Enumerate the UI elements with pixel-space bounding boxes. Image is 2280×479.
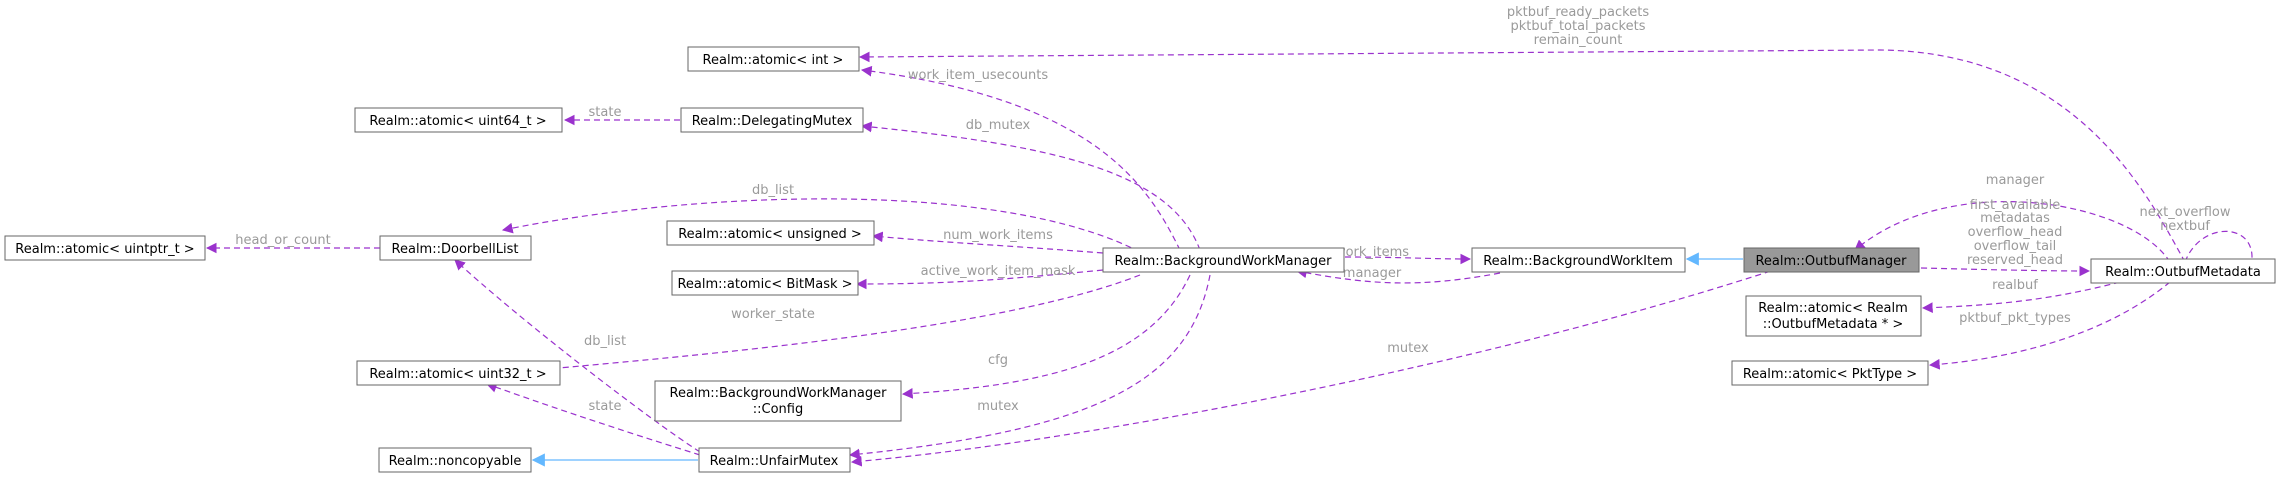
edge-bwm-to-doorbell-list — [501, 198, 1141, 253]
node-bwm-config[interactable]: Realm::BackgroundWorkManager ::Config — [654, 380, 902, 422]
label-cfg: cfg — [988, 353, 1008, 368]
node-label: Realm::atomic< unsigned > — [678, 227, 862, 242]
edge-bwm-to-bwi — [1344, 253, 1472, 265]
label-pktbuf-ready-packets: pktbuf_ready_packets — [1507, 5, 1649, 20]
label-state-uint64: state — [589, 105, 622, 120]
edge-unfair-mutex-to-atomic-uint32 — [485, 382, 701, 456]
node-label-line1: Realm::BackgroundWorkManager — [670, 386, 888, 401]
edge-outbuf-metadata-to-outbuf-manager — [1854, 201, 2171, 263]
label-worker-state: worker_state — [731, 307, 815, 322]
node-atomic-pkttype[interactable]: Realm::atomic< PktType > — [1731, 360, 1929, 386]
label-db-list-bottom: db_list — [584, 334, 626, 349]
node-atomic-uintptr[interactable]: Realm::atomic< uintptr_t > — [4, 235, 206, 261]
edge-labels: pktbuf_ready_packets pktbuf_total_packet… — [235, 5, 2231, 414]
label-mutex-bwm: mutex — [977, 399, 1019, 414]
edge-outbuf-metadata-to-atomic-pkttype — [1928, 281, 2171, 370]
node-background-work-manager[interactable]: Realm::BackgroundWorkManager — [1102, 247, 1345, 273]
node-atomic-int[interactable]: Realm::atomic< int > — [687, 46, 860, 72]
node-outbuf-metadata[interactable]: Realm::OutbufMetadata — [2090, 258, 2276, 284]
label-manager-meta: manager — [1986, 173, 2045, 188]
node-outbuf-manager[interactable]: Realm::OutbufManager — [1743, 247, 1920, 273]
edge-bwi-to-bwm — [1295, 267, 1501, 284]
label-next-overflow: next_overflow — [2139, 205, 2230, 220]
label-nextbuf: nextbuf — [2160, 219, 2210, 234]
node-label: Realm::OutbufManager — [1755, 254, 1907, 269]
label-db-mutex: db_mutex — [966, 118, 1031, 133]
label-head-or-count: head_or_count — [235, 233, 330, 248]
node-delegating-mutex[interactable]: Realm::DelegatingMutex — [680, 107, 864, 133]
label-pktbuf-pkt-types: pktbuf_pkt_types — [1959, 311, 2071, 326]
edge-outbuf-manager-to-unfair-mutex — [850, 267, 1781, 467]
edge-outbuf-metadata-to-atomic-int — [858, 49, 2186, 263]
node-unfair-mutex[interactable]: Realm::UnfairMutex — [698, 447, 851, 473]
label-first-available: first_available — [1970, 198, 2061, 213]
label-mutex-outbuf: mutex — [1387, 341, 1429, 356]
node-label: Realm::atomic< uint32_t > — [369, 367, 546, 382]
label-manager-bwi: manager — [1343, 266, 1402, 281]
edge-bwm-to-delegating-mutex — [860, 121, 1201, 251]
label-overflow-tail: overflow_tail — [1974, 239, 2057, 254]
label-active-work-item-mask: active_work_item_mask — [921, 264, 1076, 279]
node-atomic-unsigned[interactable]: Realm::atomic< unsigned > — [666, 220, 875, 246]
node-background-work-item[interactable]: Realm::BackgroundWorkItem — [1471, 247, 1686, 273]
edge-bwm-to-atomic-int — [860, 65, 1181, 251]
node-label: Realm::atomic< uint64_t > — [369, 114, 546, 129]
node-label-line2: ::OutbufMetadata * > — [1763, 317, 1904, 332]
node-label: Realm::atomic< PktType > — [1743, 367, 1917, 382]
label-work-items: work_items — [1335, 245, 1409, 260]
node-label-line2: ::Config — [753, 402, 803, 417]
edge-outbuf-manager-to-outbuf-metadata — [1920, 265, 2091, 277]
label-overflow-head: overflow_head — [1968, 225, 2063, 240]
label-realbuf: realbuf — [1992, 278, 2038, 293]
node-label: Realm::UnfairMutex — [710, 454, 839, 469]
node-label: Realm::atomic< int > — [703, 53, 844, 68]
edge-bwm-to-unfair-mutex — [848, 274, 1211, 460]
edge-unfair-mutex-to-doorbell-list — [454, 259, 701, 453]
label-pktbuf-total-packets: pktbuf_total_packets — [1511, 19, 1646, 34]
node-atomic-uint64[interactable]: Realm::atomic< uint64_t > — [354, 107, 563, 133]
node-label: Realm::OutbufMetadata — [2105, 265, 2261, 280]
node-label: Realm::atomic< BitMask > — [677, 277, 852, 292]
edge-bwm-to-config — [901, 274, 1191, 399]
label-work-item-usecounts: work_item_usecounts — [908, 68, 1049, 83]
node-label: Realm::BackgroundWorkItem — [1483, 254, 1673, 269]
label-reserved-head: reserved_head — [1967, 253, 2063, 268]
node-label: Realm::atomic< uintptr_t > — [15, 242, 194, 257]
label-remain-count: remain_count — [1534, 33, 1623, 48]
label-metadatas: metadatas — [1980, 211, 2050, 226]
edge-bwm-to-atomic-uint32 — [535, 274, 1141, 375]
node-label: Realm::DoorbellList — [392, 242, 519, 257]
node-atomic-bitmask[interactable]: Realm::atomic< BitMask > — [671, 270, 859, 296]
node-doorbell-list[interactable]: Realm::DoorbellList — [379, 235, 532, 261]
label-db-list-top: db_list — [752, 183, 794, 198]
node-atomic-outbuf-metadata-ptr[interactable]: Realm::atomic< Realm ::OutbufMetadata * … — [1745, 295, 1922, 337]
nodes: Realm::atomic< int > Realm::atomic< uint… — [4, 46, 2276, 473]
label-num-work-items: num_work_items — [943, 228, 1053, 243]
node-noncopyable[interactable]: Realm::noncopyable — [378, 447, 532, 473]
edge-outbuf-metadata-to-atomic-outbuf-metadata — [1921, 281, 2121, 314]
edge-bwm-to-atomic-bitmask — [855, 269, 1104, 290]
node-label: Realm::noncopyable — [389, 454, 522, 469]
node-label: Realm::BackgroundWorkManager — [1115, 254, 1333, 269]
node-label-line1: Realm::atomic< Realm — [1758, 301, 1908, 316]
node-label: Realm::DelegatingMutex — [692, 114, 853, 129]
node-atomic-uint32[interactable]: Realm::atomic< uint32_t > — [356, 360, 561, 386]
label-state-uint32: state — [589, 399, 622, 414]
edge-bwm-to-atomic-unsigned — [871, 231, 1104, 254]
